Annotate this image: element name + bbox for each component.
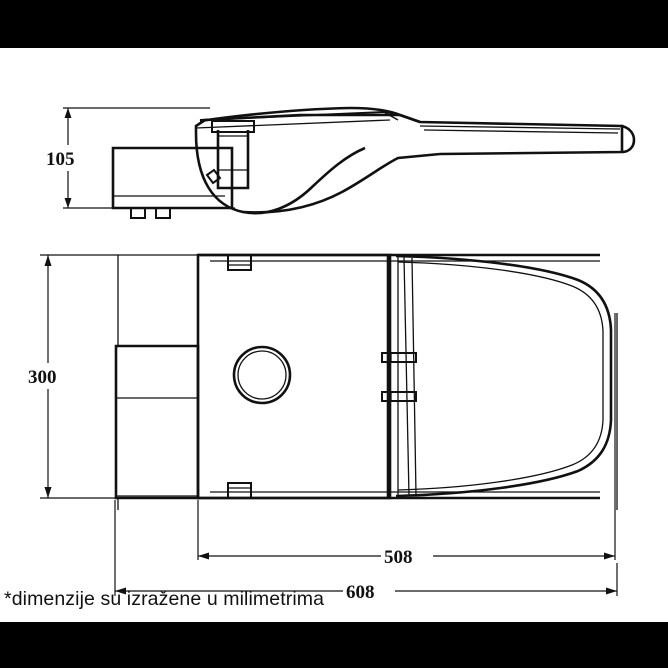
side-mounting-box	[111, 146, 234, 210]
side-latch-icon	[205, 168, 222, 185]
dimension-105: 105	[42, 107, 235, 209]
dim-508-text-bg	[381, 543, 433, 569]
arrow-right-508	[604, 552, 615, 560]
side-arm-blade	[399, 113, 636, 156]
dimension-105-label: 105	[46, 149, 75, 170]
dim-105-text-bg	[42, 145, 92, 171]
dimension-300-label: 300	[28, 367, 57, 388]
arrow-down-105	[64, 198, 72, 208]
side-luminaire-body	[194, 132, 441, 215]
arrow-left-608	[115, 587, 126, 595]
technical-drawing-canvas: 105	[26, 106, 636, 604]
plan-housing	[196, 253, 392, 500]
dim-608-text-bg	[343, 578, 395, 604]
arrow-up-105	[64, 108, 72, 118]
plan-hinge-seam	[386, 255, 417, 498]
side-top-ridge	[199, 106, 421, 124]
dimension-608: 608	[114, 500, 618, 604]
units-note: *dimenzije su izražene u milimetrima	[4, 588, 325, 610]
plan-lens-cover	[395, 254, 613, 498]
drawing-sheet: 105	[0, 48, 668, 622]
arrow-down-300	[44, 487, 52, 498]
side-top-cover	[194, 110, 401, 133]
arrow-right-608	[606, 587, 617, 595]
plan-tab-top	[227, 255, 252, 271]
dimension-508: 508	[197, 313, 616, 569]
letterbox-top	[0, 0, 668, 48]
plan-top-edge	[198, 253, 600, 500]
dimension-300: 300	[26, 254, 200, 499]
dim-300-text-bg	[26, 363, 74, 389]
dimension-608-label: 608	[346, 582, 375, 603]
plan-circular-port	[232, 345, 292, 405]
side-mounting-feet	[130, 208, 171, 219]
arrow-left-508	[198, 552, 209, 560]
side-elevation-view	[111, 106, 636, 219]
plan-hinge-bars	[381, 352, 417, 402]
dimension-508-label: 508	[384, 547, 413, 568]
letterbox-bottom	[0, 622, 668, 668]
plan-top-view	[114, 253, 618, 510]
side-clamp-detail	[211, 120, 255, 190]
plan-tab-bottom	[227, 482, 252, 498]
arrow-up-300	[44, 255, 52, 266]
plan-mounting-bracket	[114, 344, 200, 500]
